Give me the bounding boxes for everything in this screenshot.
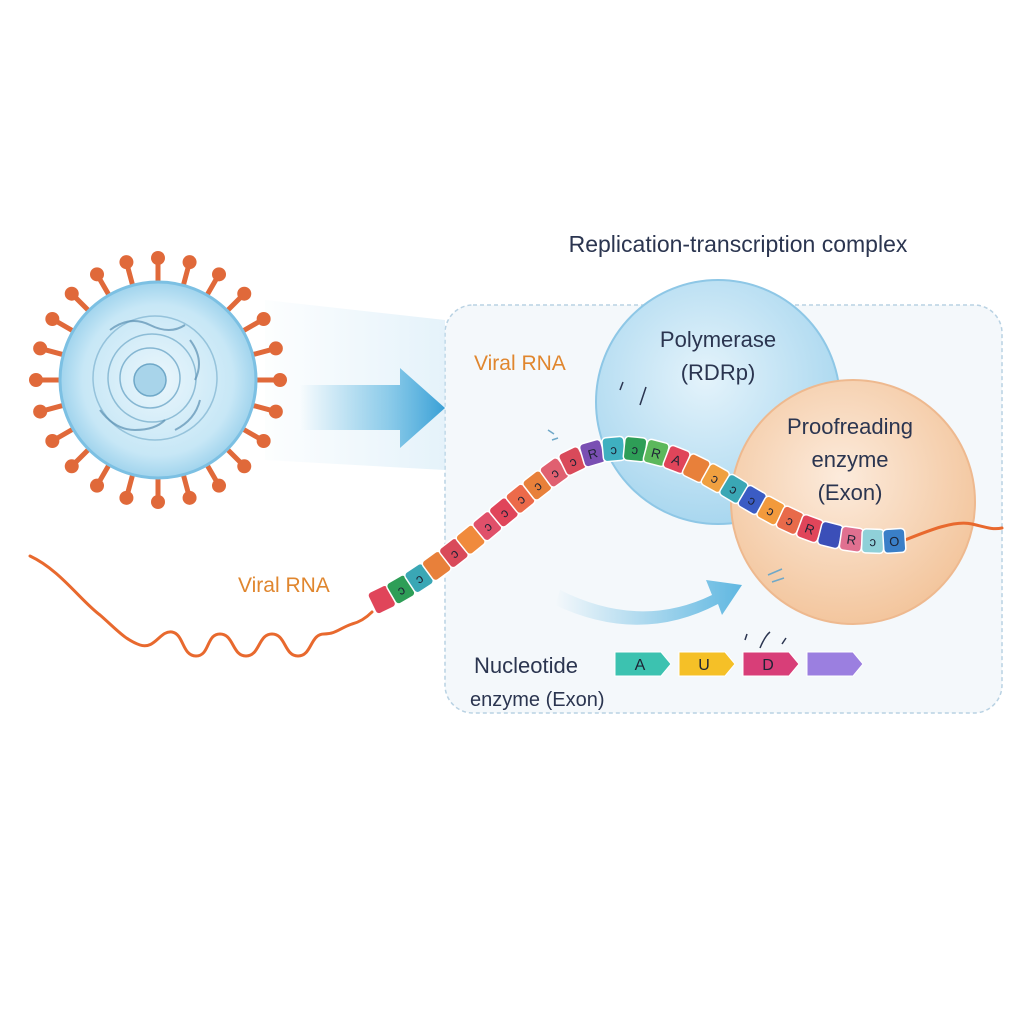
nucleotide-glyph: A	[635, 657, 646, 674]
spike-protein	[29, 373, 65, 387]
nucleotide-label-1: Nucleotide	[474, 653, 578, 678]
virus-core-ring-1	[92, 315, 218, 441]
nucleotide-glyph: D	[762, 657, 774, 674]
bead-glyph: O	[889, 534, 900, 550]
spike-protein	[248, 402, 283, 419]
spike-protein	[180, 255, 197, 290]
nucleotide-bead: ɔ	[700, 462, 731, 494]
nucleotide-tag: D	[742, 651, 800, 677]
spike-protein	[119, 470, 136, 505]
virus-spikes	[29, 251, 287, 509]
bead-glyph: R	[586, 445, 599, 462]
viral-rna-label-top: Viral RNA	[474, 352, 566, 375]
spike-protein	[90, 460, 113, 493]
nucleotide-tag: A	[614, 651, 672, 677]
spike-protein	[223, 445, 252, 474]
virus-core-ring-4	[133, 363, 167, 397]
nucleotide-glyph: U	[698, 657, 710, 674]
virus-genome-coil	[99, 320, 201, 432]
nucleotide-tag: U	[678, 651, 736, 677]
motion-mark-4	[767, 568, 785, 583]
spike-protein	[119, 255, 136, 290]
spike-protein	[180, 470, 197, 505]
viral-rna-tail	[28, 554, 374, 658]
proofreading-label-3: (Exon)	[818, 480, 883, 505]
diagram-title: Replication-transcription complex	[569, 231, 908, 257]
nucleotide-bead: R	[642, 438, 670, 468]
nucleotide-label-2: enzyme (Exon)	[470, 689, 605, 711]
nucleotide-bead: O	[882, 527, 907, 555]
nucleotide-arrow	[555, 580, 742, 625]
nucleotide-bead: ɔ	[737, 484, 768, 516]
spike-protein	[248, 341, 283, 358]
nucleotide-bead: ɔ	[601, 435, 627, 463]
virus-core-ring-3	[119, 347, 181, 409]
spike-protein	[64, 445, 93, 474]
spike-protein	[151, 251, 165, 287]
virus-particle	[29, 251, 287, 509]
spike-protein	[203, 267, 226, 300]
spike-protein	[223, 286, 252, 315]
bead-glyph: ɔ	[610, 442, 618, 458]
spike-protein	[151, 473, 165, 509]
proofreading-label-1: Proofreading	[787, 414, 913, 439]
nucleotide-bead: R	[578, 438, 607, 468]
bead-glyph: R	[846, 532, 857, 548]
nucleotide-bead: R	[838, 525, 865, 553]
nucleotide-tag	[806, 651, 864, 677]
spike-protein	[33, 341, 68, 358]
nucleotide-bead: ɔ	[558, 446, 588, 477]
entry-arrow	[300, 368, 445, 448]
polymerase-label-1: Polymerase	[660, 327, 776, 352]
bead-glyph: ɔ	[869, 534, 876, 549]
spike-protein	[45, 425, 78, 448]
spike-protein	[90, 267, 113, 300]
spike-protein	[238, 425, 271, 448]
motion-mark-1	[619, 381, 647, 406]
polymerase-label-2: (RDRp)	[681, 360, 756, 385]
nucleotide-bead: ɔ	[775, 505, 805, 536]
viral-rna-label-left: Viral RNA	[238, 574, 330, 597]
spike-protein	[45, 312, 78, 335]
spike-protein	[238, 312, 271, 335]
nucleotide-bead: ɔ	[860, 528, 885, 555]
spike-protein	[33, 402, 68, 419]
spike-protein	[203, 460, 226, 493]
proofreading-label-2: enzyme	[811, 447, 888, 472]
viral-rna-exit	[903, 521, 1004, 542]
spike-protein	[64, 286, 93, 315]
motion-mark-3	[744, 631, 787, 649]
bead-glyph: ɔ	[631, 442, 639, 458]
motion-mark-2	[547, 429, 559, 441]
nucleotide-bead: A	[662, 444, 691, 475]
spike-protein	[251, 373, 287, 387]
bead-glyph: R	[650, 445, 663, 462]
